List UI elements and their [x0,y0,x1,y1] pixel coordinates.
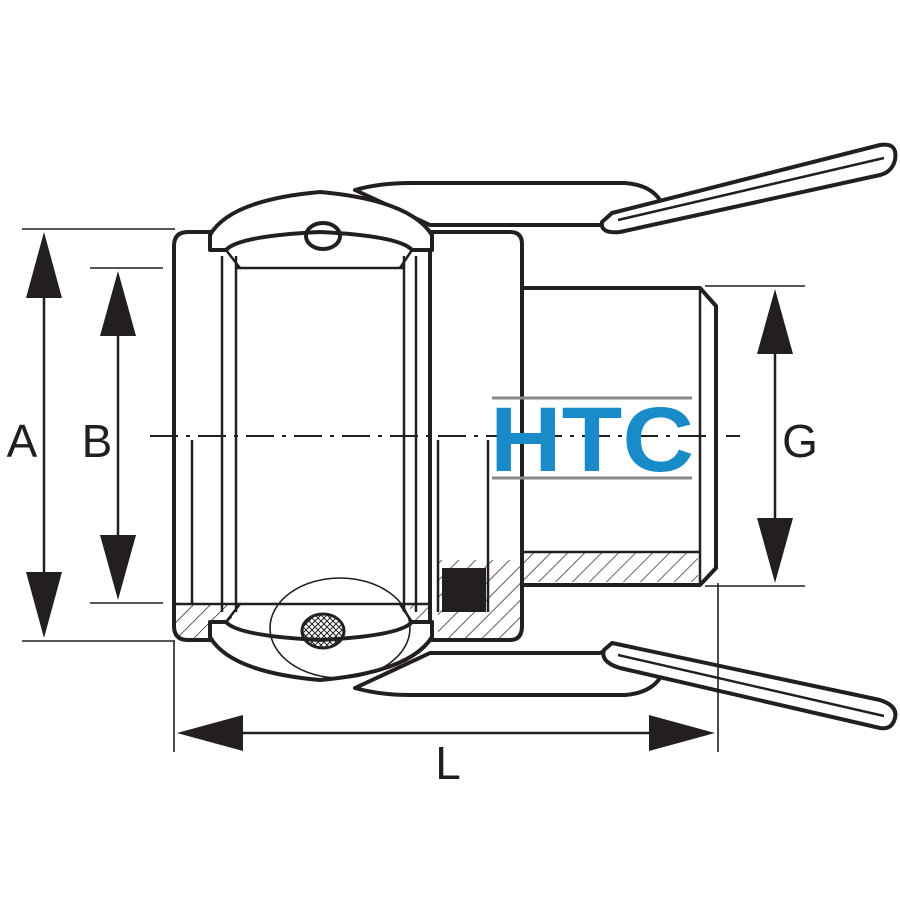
upper-lever-arm [353,142,898,235]
dimension-b: B [82,267,163,604]
lower-lever-arm [353,641,898,731]
cam-pivot-hole [304,221,342,251]
dimension-b-label: B [82,415,113,467]
dimension-l-label: L [435,737,461,789]
upper-cam-head [208,190,434,269]
htc-logo: HTC [490,389,694,491]
dimension-l: L [173,583,719,789]
body-ring [418,230,524,642]
dimension-a: A [7,228,175,642]
dimension-g-label: G [782,415,818,467]
dimension-g: G [705,285,818,587]
lower-cam-head [208,577,434,682]
gasket-seal [442,568,486,612]
logo-text: HTC [490,389,694,491]
dimension-a-label: A [7,415,38,467]
cam-pivot-pin [300,612,346,650]
